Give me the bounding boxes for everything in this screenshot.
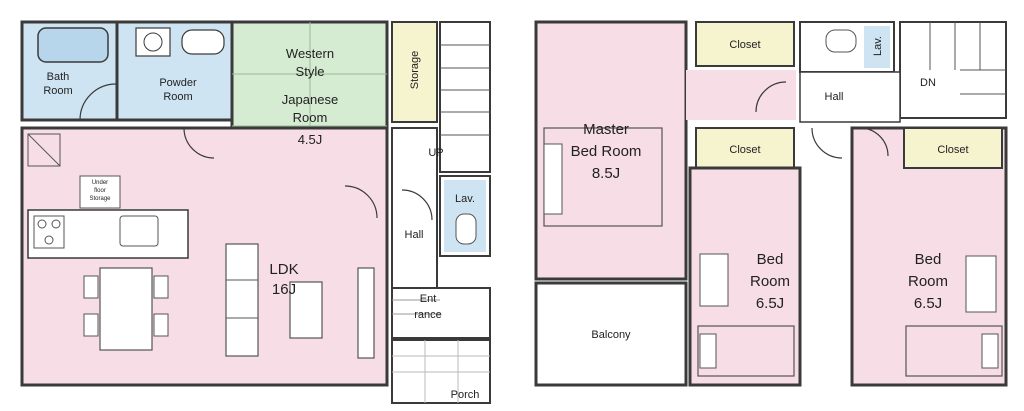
pillow-icon bbox=[543, 143, 563, 215]
closet-top bbox=[695, 21, 795, 67]
burner-icon bbox=[51, 219, 61, 229]
bed1-label-1: Bed bbox=[757, 251, 784, 268]
stairs bbox=[439, 21, 491, 173]
bed1-size: 6.5J bbox=[756, 295, 784, 312]
desk-icon bbox=[965, 255, 997, 313]
master-size: 8.5J bbox=[592, 165, 620, 182]
kitchen-sink-icon bbox=[119, 215, 159, 247]
dining-table-icon bbox=[99, 267, 153, 351]
entrance bbox=[391, 287, 491, 339]
under-floor-storage bbox=[79, 175, 121, 209]
fridge-icon-line bbox=[27, 133, 61, 167]
pillow-icon bbox=[699, 333, 717, 369]
hall2-label: Hall bbox=[825, 91, 844, 103]
door-swing bbox=[183, 127, 215, 159]
chair-icon bbox=[83, 275, 99, 299]
floor-2: Closet Lav. Hall DN Master Bed Room 8.5J… bbox=[534, 20, 1008, 387]
under-floor-label-2: floor bbox=[94, 188, 106, 194]
sink-icon bbox=[181, 29, 225, 55]
chair-icon bbox=[153, 275, 169, 299]
master-label-2: Bed Room bbox=[571, 143, 642, 160]
coffee-table-icon bbox=[289, 281, 323, 339]
closet-mid bbox=[695, 127, 795, 169]
closet-right-overlay bbox=[903, 127, 1003, 169]
lav2-label: Lav. bbox=[872, 36, 884, 56]
porch-label: Porch bbox=[451, 389, 480, 401]
door-swing bbox=[755, 81, 787, 113]
desk-icon bbox=[699, 253, 729, 307]
bed1-label-2: Room bbox=[750, 273, 790, 290]
door-swing bbox=[401, 189, 433, 221]
chair-icon bbox=[153, 313, 169, 337]
burner-icon bbox=[37, 219, 47, 229]
western-label-4: Room bbox=[293, 110, 328, 125]
western-label-3: Japanese bbox=[282, 92, 338, 107]
tv-stand-icon bbox=[357, 267, 375, 359]
ldk-label: LDK bbox=[269, 261, 298, 278]
closet-mid-label: Closet bbox=[729, 144, 760, 156]
bed-icon bbox=[905, 325, 1003, 377]
balcony bbox=[534, 281, 688, 387]
bathtub-icon bbox=[37, 27, 109, 63]
closet-right-label: Closet bbox=[937, 144, 968, 156]
powder-label-2: Room bbox=[163, 91, 192, 103]
western-label-2: Style bbox=[296, 64, 325, 79]
bed2-label-2: Room bbox=[908, 273, 948, 290]
master-bedroom-ext bbox=[686, 70, 796, 120]
master-label-1: Master bbox=[583, 121, 629, 138]
western-label-size: 4.5J bbox=[298, 132, 323, 147]
western-label-1: Western bbox=[286, 46, 334, 61]
bed-icon bbox=[697, 325, 795, 377]
bed2-label-1: Bed bbox=[915, 251, 942, 268]
closet-top-label: Closet bbox=[729, 39, 760, 51]
toilet-icon bbox=[455, 213, 477, 245]
door-swing bbox=[79, 83, 117, 121]
lav2-fill bbox=[864, 26, 890, 68]
sofa-icon bbox=[225, 243, 259, 357]
dn-label: DN bbox=[920, 77, 936, 89]
door-swing bbox=[811, 127, 843, 159]
powder-label: Powder bbox=[159, 77, 197, 89]
storage-label: Storage bbox=[409, 51, 421, 90]
under-floor-label-1: Under bbox=[92, 180, 108, 186]
balcony-label: Balcony bbox=[591, 329, 631, 341]
entrance-label-2: rance bbox=[414, 309, 442, 321]
chair-icon bbox=[83, 313, 99, 337]
toilet2-icon bbox=[825, 29, 857, 53]
ldk-size: 16J bbox=[272, 281, 296, 298]
storage-closet bbox=[391, 21, 438, 123]
hall2 bbox=[799, 71, 901, 123]
bath-label: Bath bbox=[47, 71, 70, 83]
door-swing bbox=[859, 127, 889, 157]
bed2-size: 6.5J bbox=[914, 295, 942, 312]
stove-icon bbox=[33, 215, 65, 249]
burner-icon bbox=[44, 235, 54, 245]
entrance-label-1: Ent bbox=[420, 293, 437, 305]
floor-1: Bath Room Powder Room Western Style Japa… bbox=[14, 14, 498, 404]
fridge-icon bbox=[27, 133, 61, 167]
bath-label-2: Room bbox=[43, 85, 72, 97]
washer-drum-icon bbox=[143, 32, 163, 52]
door-swing bbox=[344, 185, 378, 219]
under-floor-label-3: Storage bbox=[89, 196, 111, 202]
hall-label: Hall bbox=[405, 229, 424, 241]
washing-machine-icon bbox=[135, 27, 171, 57]
pillow-icon bbox=[981, 333, 999, 369]
lav-label: Lav. bbox=[455, 193, 475, 205]
up-label: UP bbox=[428, 147, 443, 159]
